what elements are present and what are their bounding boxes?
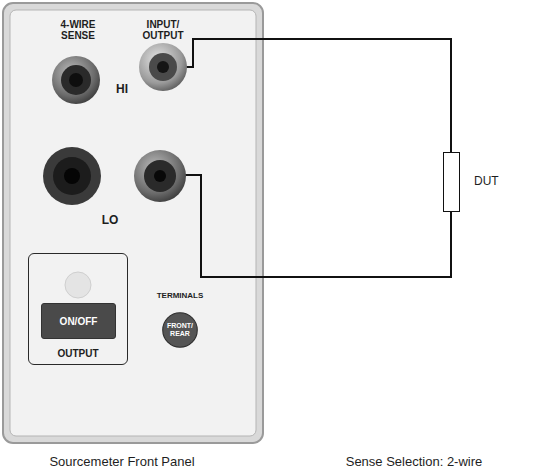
- node-text: DUT: [474, 175, 499, 188]
- terminal-label: LO: [102, 214, 119, 227]
- sense-lo-jack: [43, 147, 101, 205]
- input-hi-jack: [139, 43, 187, 91]
- caption-text: Sourcemeter Front Panel: [49, 455, 194, 469]
- panel-face: [10, 10, 256, 436]
- output-button: ON/OFF: [41, 303, 116, 339]
- panel-label: TERMINALS: [157, 292, 204, 301]
- jack-label: 4-WIRE SENSE: [48, 19, 108, 41]
- node-text: OUTPUT: [29, 348, 127, 359]
- dut-symbol: DUT: [443, 152, 460, 212]
- terminals-button: FRONT/ REAR: [162, 312, 198, 348]
- input-lo-jack: [134, 150, 186, 202]
- sense-hi-jack: [52, 56, 100, 104]
- jack-label: INPUT/ OUTPUT: [133, 19, 193, 41]
- node-text: ON/OFF: [60, 316, 98, 327]
- output-section-box: ON/OFF OUTPUT: [28, 253, 128, 365]
- output-indicator: [65, 272, 91, 298]
- hi-wire: [175, 39, 451, 152]
- node-text: FRONT/ REAR: [166, 322, 194, 337]
- lo-wire: [170, 175, 451, 277]
- caption-text: Sense Selection: 2-wire: [346, 455, 483, 469]
- terminal-label: HI: [116, 83, 128, 96]
- panel-frame: [3, 3, 263, 443]
